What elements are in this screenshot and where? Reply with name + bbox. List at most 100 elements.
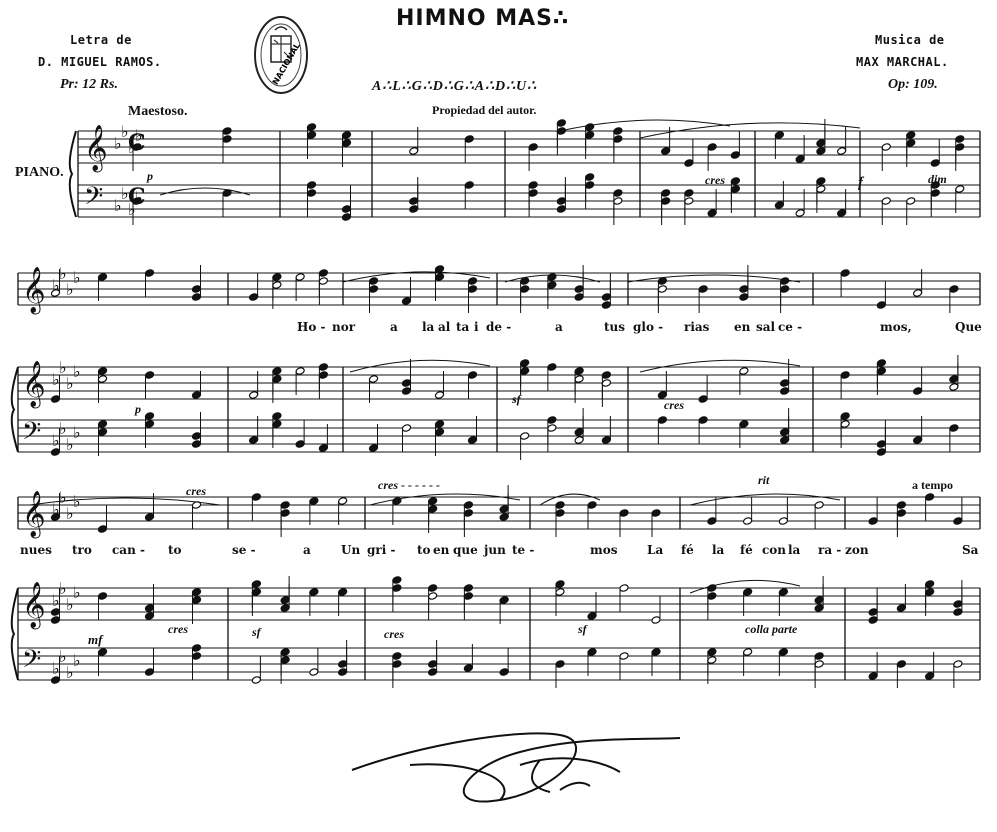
note-head xyxy=(251,588,262,596)
note-head xyxy=(409,205,419,213)
key-flat: ♭ xyxy=(59,579,67,598)
note-head xyxy=(463,501,474,509)
note-head xyxy=(779,428,790,436)
lyric-syllable: gri - xyxy=(367,543,396,557)
lyric-syllable: to xyxy=(168,543,182,557)
note-head xyxy=(739,367,749,375)
note-head xyxy=(698,416,708,424)
note-head xyxy=(341,131,352,139)
note-head xyxy=(555,501,565,509)
note-head xyxy=(779,436,790,444)
slur xyxy=(29,497,221,506)
bass-clef: 𝄢 xyxy=(22,417,41,452)
note-head xyxy=(248,391,259,399)
key-flat: ♭ xyxy=(73,583,81,602)
note-head xyxy=(306,189,317,197)
note-head xyxy=(574,367,584,375)
note-head xyxy=(840,269,850,277)
note-head xyxy=(309,588,319,596)
note-head xyxy=(707,209,717,217)
lyricist-label: Letra de xyxy=(70,33,132,47)
note-head xyxy=(613,189,623,197)
key-flat: ♭ xyxy=(59,488,67,507)
national-stamp-seal: NACIONAL xyxy=(254,16,308,94)
note-head xyxy=(651,509,661,517)
note-head xyxy=(337,660,348,668)
note-head xyxy=(519,367,530,375)
note-head xyxy=(309,668,319,676)
note-head xyxy=(144,513,155,521)
note-head xyxy=(427,668,438,676)
note-head xyxy=(547,281,557,289)
note-head xyxy=(924,672,935,680)
note-head xyxy=(463,509,474,517)
a-tempo-marking: a tempo xyxy=(912,478,953,492)
key-flat: ♭ xyxy=(66,663,74,682)
note-head xyxy=(337,588,348,596)
note-head xyxy=(949,285,959,293)
note-head xyxy=(816,147,826,155)
note-head xyxy=(97,273,108,281)
lyric-syllable: se - xyxy=(232,543,256,557)
note-head xyxy=(924,493,935,501)
lyric-syllable: mos, xyxy=(880,320,912,334)
note-head xyxy=(876,301,887,309)
note-head xyxy=(191,432,202,440)
time-signature: C xyxy=(128,184,146,210)
note-head xyxy=(97,367,108,375)
lyric-syllable: ra - xyxy=(818,543,842,557)
note-head xyxy=(778,517,789,525)
signature-flourish xyxy=(351,732,681,803)
note-head xyxy=(499,505,509,513)
note-head xyxy=(434,391,445,399)
colla-parte-marking: colla parte xyxy=(745,622,798,636)
note-head xyxy=(306,181,317,189)
note-head xyxy=(144,269,155,277)
note-head xyxy=(584,173,595,181)
note-head xyxy=(519,359,530,367)
note-head xyxy=(739,285,749,293)
lyric-syllable: mos xyxy=(590,543,618,557)
lyric-syllable: La xyxy=(647,543,664,557)
note-head xyxy=(601,379,612,387)
key-flat: ♭ xyxy=(52,659,60,678)
note-head xyxy=(742,517,753,525)
slur xyxy=(689,493,841,506)
note-head xyxy=(144,604,155,612)
note-head xyxy=(337,497,348,505)
lyric-syllable: sal xyxy=(756,320,776,334)
note-head xyxy=(547,424,557,432)
note-head xyxy=(876,367,887,375)
note-head xyxy=(434,273,445,281)
note-head xyxy=(779,379,790,387)
dynamic-rit: rit xyxy=(758,473,770,487)
note-head xyxy=(191,588,202,596)
note-head xyxy=(427,497,438,505)
time-signature: C xyxy=(128,130,146,156)
slur xyxy=(627,274,801,283)
note-head xyxy=(409,147,419,155)
note-head xyxy=(906,197,916,205)
note-head xyxy=(779,285,790,293)
note-head xyxy=(463,592,474,600)
note-head xyxy=(248,436,259,444)
lyric-syllable: al xyxy=(438,320,451,334)
key-flat: ♭ xyxy=(59,419,67,438)
key-flat: ♭ xyxy=(52,431,60,450)
note-head xyxy=(427,592,438,600)
note-head xyxy=(467,371,478,379)
piano-brace xyxy=(10,587,19,681)
note-head xyxy=(924,580,935,588)
note-head xyxy=(912,289,923,297)
note-head xyxy=(949,383,959,391)
note-head xyxy=(368,375,379,383)
note-head xyxy=(774,201,785,209)
note-head xyxy=(868,672,878,680)
note-head xyxy=(306,123,317,131)
key-flat: ♭ xyxy=(59,264,67,283)
note-head xyxy=(427,505,438,513)
note-head xyxy=(840,420,850,428)
key-flat: ♭ xyxy=(73,362,81,381)
lyric-syllable: i xyxy=(474,320,479,334)
